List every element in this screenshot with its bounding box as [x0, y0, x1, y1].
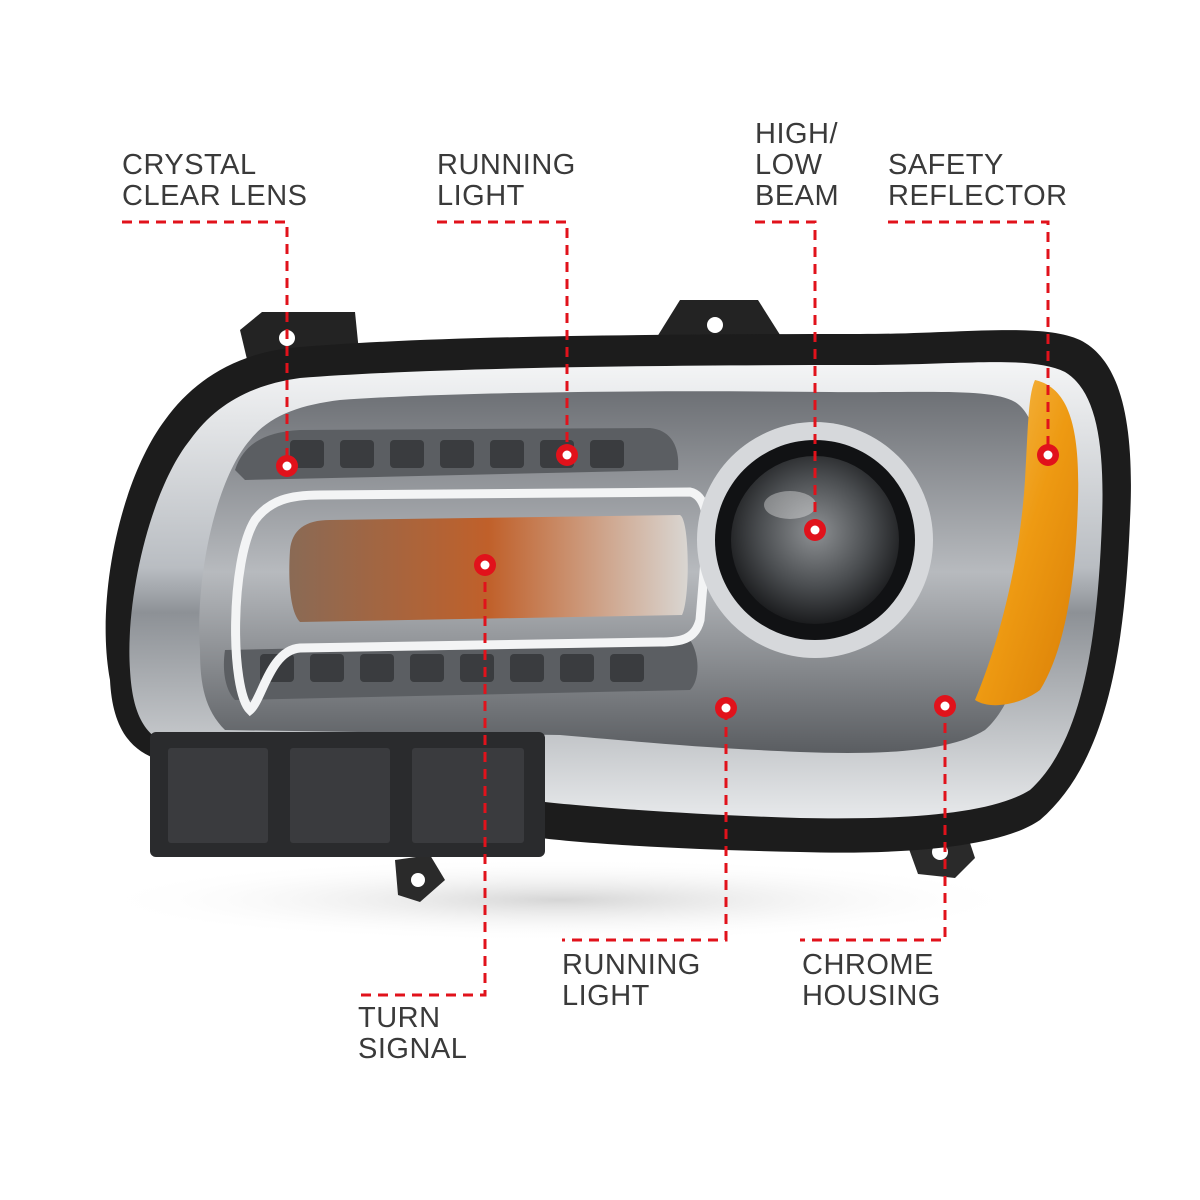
- label-crystal-clear-lens: CRYSTAL CLEAR LENS: [122, 149, 308, 212]
- label-high-low-beam: HIGH/ LOW BEAM: [755, 118, 840, 212]
- label-running-light-bottom: RUNNING LIGHT: [562, 949, 701, 1012]
- upper-led-strip: [235, 428, 679, 480]
- callout-line-running-light-bottom: [562, 710, 728, 942]
- callout-line-running-light-top: [437, 220, 569, 455]
- connector-block: [150, 732, 545, 857]
- light-pipe-ring: [231, 487, 713, 717]
- label-turn-signal: TURN SIGNAL: [358, 1002, 468, 1065]
- callout-line-turn-signal: [358, 565, 487, 997]
- mounting-tab-bottom-left: [395, 855, 445, 902]
- callout-lines: [122, 220, 1050, 997]
- lens-highlight: [764, 491, 816, 519]
- lower-led-strip: [223, 640, 698, 700]
- callout-line-safety-reflector: [888, 220, 1050, 455]
- callout-line-high-low-beam: [755, 220, 817, 530]
- label-running-light-top: RUNNING LIGHT: [437, 149, 576, 212]
- callout-line-chrome-housing: [800, 706, 947, 942]
- label-chrome-housing: CHROME HOUSING: [802, 949, 941, 1012]
- callout-line-crystal-clear-lens: [122, 220, 289, 466]
- ground-shadow: [90, 858, 1030, 942]
- label-safety-reflector: SAFETY REFLECTOR: [888, 149, 1068, 212]
- callout-dots: [276, 444, 1059, 719]
